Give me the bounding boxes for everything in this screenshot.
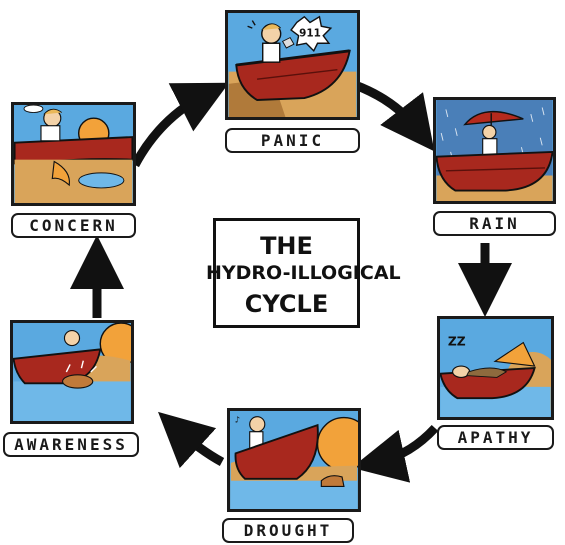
stage-label-concern: CONCERN [11, 213, 136, 238]
apathy-illustration: ZZ [440, 319, 551, 417]
drought-panel: ♪ [227, 408, 361, 512]
stage-label-drought: DROUGHT [222, 518, 354, 543]
awareness-illustration [13, 323, 131, 421]
concern-illustration [14, 105, 133, 203]
stage-label-apathy: APATHY [437, 425, 554, 450]
music-note-icon: ♪ [235, 414, 240, 424]
umbrella-icon [463, 110, 524, 126]
concern-panel [11, 102, 136, 206]
title-line-3: CYCLE [244, 290, 329, 318]
rain-panel [433, 97, 556, 204]
phone-911-text: 911 [299, 28, 321, 40]
phone-icon [281, 36, 295, 49]
arrow-apathy-to-drought [351, 424, 439, 483]
stage-label-panic: PANIC [225, 128, 360, 153]
apathy-panel: ZZ [437, 316, 554, 420]
speech-burst: 911 [290, 15, 333, 53]
title-line-1: THE [260, 232, 313, 260]
arrow-panic-to-rain [353, 80, 435, 152]
awareness-panel [10, 320, 134, 424]
stage-label-awareness: AWARENESS [3, 432, 139, 457]
arrow-drought-to-awareness [158, 411, 225, 469]
panic-panel: 911 [225, 10, 360, 120]
drought-illustration: ♪ [230, 411, 358, 509]
title-line-2: HYDRO-ILLOGICAL [206, 262, 401, 284]
panic-illustration: 911 [228, 13, 357, 117]
arrow-concern-to-panic [131, 82, 230, 168]
diagram-title: THE HYDRO-ILLOGICAL CYCLE [206, 218, 401, 328]
rain-illustration [436, 100, 553, 201]
sleep-zz-text: ZZ [448, 334, 466, 348]
stage-label-rain: RAIN [433, 211, 556, 236]
